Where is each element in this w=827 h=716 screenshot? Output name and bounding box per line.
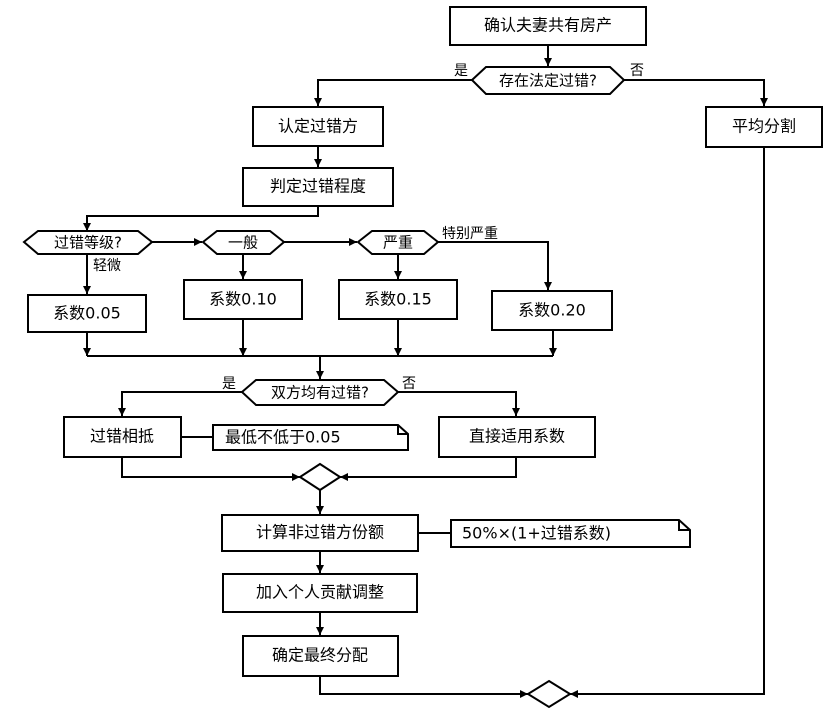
decision-fault-exists-label: 存在法定过错? [499,72,597,90]
node-coef-020-label: 系数0.20 [518,301,586,320]
node-offset: 过错相抵 [63,416,182,458]
node-identify-faulty: 认定过错方 [252,106,384,147]
decision-both-fault: 双方均有过错? [240,379,400,406]
edge-serious-to-very [438,241,552,290]
edge-final-to-end [319,676,528,698]
node-coef-010-label: 系数0.10 [209,290,277,309]
note-formula: 50%×(1+过错系数) [450,519,691,548]
node-coef-005-label: 系数0.05 [53,304,121,323]
node-coef-005: 系数0.05 [27,294,147,333]
decision-fault-level-label: 过错等级? [54,234,122,252]
edge-judge-to-level [83,206,319,231]
node-equal-split: 平均分割 [705,106,823,148]
note-formula-label: 50%×(1+过错系数) [462,524,611,543]
node-direct-apply-label: 直接适用系数 [469,427,565,446]
node-coef-015-label: 系数0.15 [364,290,432,309]
decision-general-label: 一般 [228,234,258,252]
node-judge-degree: 判定过错程度 [242,167,394,207]
node-calc-share-label: 计算非过错方份额 [256,523,384,542]
node-confirm-property: 确认夫妻共有房产 [449,6,647,46]
edge-label-no-1: 否 [630,63,644,79]
note-min-label: 最低不低于0.05 [225,428,341,447]
edge-label-minor: 轻微 [93,258,121,274]
node-add-contribution-label: 加入个人贡献调整 [256,583,384,602]
edge-fault-yes [314,79,472,106]
node-identify-faulty-label: 认定过错方 [278,117,358,136]
node-equal-split-label: 平均分割 [732,117,796,136]
edge-both-no [398,391,520,416]
decision-fault-level: 过错等级? [22,230,154,255]
decision-fault-exists: 存在法定过错? [470,66,626,95]
edge-fault-no [624,79,768,106]
join-diamond-middle [298,462,342,492]
node-final-distribution: 确定最终分配 [242,635,399,677]
node-coef-020: 系数0.20 [491,290,613,331]
decision-serious: 严重 [356,230,440,255]
node-confirm-property-label: 确认夫妻共有房产 [484,16,612,35]
join-diamond-end [526,679,572,709]
node-judge-degree-label: 判定过错程度 [270,177,366,196]
node-direct-apply: 直接适用系数 [438,416,596,458]
node-coef-010: 系数0.10 [183,279,303,320]
edge-label-no-2: 否 [402,376,416,392]
node-final-distribution-label: 确定最终分配 [272,646,368,665]
node-coef-015: 系数0.15 [338,279,458,320]
node-calc-share: 计算非过错方份额 [221,514,419,552]
edges [83,45,768,698]
edge-equal-to-end [570,147,765,698]
edge-offset-to-join [121,457,300,481]
decision-general: 一般 [201,230,286,255]
decision-serious-label: 严重 [383,234,413,252]
edge-direct-to-join [340,457,517,481]
edge-label-yes-2: 是 [222,376,236,392]
decision-both-fault-label: 双方均有过错? [271,384,369,402]
node-add-contribution: 加入个人贡献调整 [222,573,418,613]
note-min: 最低不低于0.05 [212,424,409,451]
edge-label-very-serious: 特别严重 [442,226,498,242]
node-offset-label: 过错相抵 [90,427,154,446]
edge-label-yes-1: 是 [454,63,468,79]
edge-both-yes [118,391,242,416]
